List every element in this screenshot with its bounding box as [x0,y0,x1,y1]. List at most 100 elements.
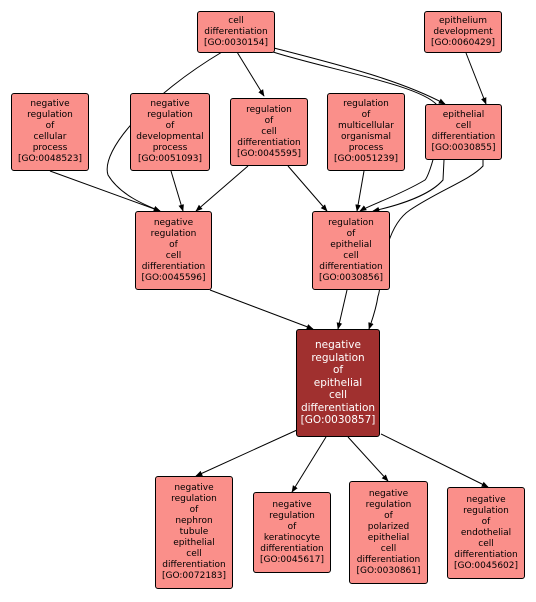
node-label-line: epithelial [313,376,363,389]
node-label-line: negative [174,483,214,493]
node-label-line: cell [455,121,472,131]
node-label-line: regulation [27,110,73,120]
node-label-line: keratinocyte [263,532,321,543]
node-label-line: of [287,521,297,532]
node-label-line: cell [380,543,397,554]
node-label-line: cell [261,126,277,137]
node-label-line: of [264,115,274,126]
node-label-line: regulation [328,217,374,228]
node-label-line: regulation [311,351,365,364]
node-label-line: of [332,364,344,377]
node-label-line: [GO:0045596] [141,272,206,283]
node-label-line: [GO:0030154] [203,37,269,48]
node-label-line: regulation [171,494,217,504]
node-label-line: of [45,121,55,131]
node-label-line: endothelial [460,527,512,538]
edge-focus-to-neg-kerat [291,436,327,493]
node-label-line: differentiation [300,401,376,414]
node-label-line: epithelial [367,532,410,543]
node-label-line: [GO:0051093] [137,154,203,164]
node-label-line: differentiation [260,543,324,554]
node-label-line: tubule [179,527,209,537]
node-label-line: epithelium [439,15,487,26]
node-label-line: [GO:0051239] [333,154,399,164]
node-label-line: polarized [367,521,410,532]
node-label-line: differentiation [141,261,206,272]
node-label-line: regulation [269,510,315,521]
node-label-line: differentiation [162,560,226,570]
node-label-line: epithelial [442,110,485,120]
node-label-line: differentiation [454,549,518,560]
node-label-line: negative [368,488,409,499]
node-label-line: of [384,510,393,521]
edge-reg-multi-to-reg-epi-diff [355,170,365,212]
node-label-line: differentiation [204,26,268,37]
node-label-line: regulation [343,99,389,109]
node-label-line: [GO:0030856] [318,272,384,283]
edge-focus-to-neg-polar [347,436,389,482]
node-label-line: regulation [246,104,292,115]
node-label-line: developmental [136,132,204,142]
node-label-line: regulation [147,110,193,120]
node-label-line: organismal [341,132,391,142]
node-label-line: negative [315,339,361,352]
edge-cell-diff-to-neg-cell-diff [106,51,223,212]
node-label-line: negative [272,499,312,510]
node-label-line: regulation [463,505,509,516]
node-label-line: [GO:0030855] [431,143,496,153]
node-label-line: cell [478,538,494,549]
node-label-line: cell [343,250,359,261]
node-label-line: epithelial [330,239,372,250]
node-label-line: differentiation [356,554,421,565]
node-label-line: multicellular [338,121,394,131]
edge-neg-dev-to-neg-cell-diff [170,170,184,212]
node-label-line: epithelial [173,538,215,548]
node-label-line: of [481,516,491,527]
node-label-line: [GO:0072183] [161,571,227,581]
node-label-line: regulation [150,228,197,239]
node-label-line: of [165,121,175,131]
node-label-line: nephron [175,516,213,526]
node-label-line: negative [466,494,506,505]
node-label-line: of [346,228,356,239]
node-label-line: differentiation [237,137,301,148]
node-label-line: regulation [365,499,412,510]
node-label-line: of [189,505,199,515]
node-label-line: process [348,143,384,153]
edge-reg-cell-diff-to-neg-cell-diff [195,165,249,212]
node-label-line: [GO:0045595] [236,148,302,159]
node-label-line: [GO:0045617] [259,554,325,565]
node-label-line: negative [153,217,194,228]
node-label-line: process [152,143,188,153]
edge-neg-cell-diff-to-focus [209,289,314,330]
node-label-line: differentiation [431,132,496,142]
node-label-line: [GO:0030861] [356,565,421,576]
edge-focus-to-neg-endo [380,433,489,488]
node-label-line: [GO:0060429] [430,37,496,48]
node-label-line: cellular [33,132,67,142]
node-label-line: negative [150,99,190,109]
node-label-line: cell [165,250,182,261]
node-label-line: cell [328,389,348,402]
node-label-line: process [32,143,68,153]
edge-cell-diff-to-reg-cell-diff [236,51,265,97]
edge-reg-cell-diff-to-reg-epi-diff [287,165,328,212]
node-label-line: [GO:0048523] [17,154,83,164]
edge-epi-dev-to-epi-cell-diff [465,52,487,105]
node-label-line: of [169,239,178,250]
